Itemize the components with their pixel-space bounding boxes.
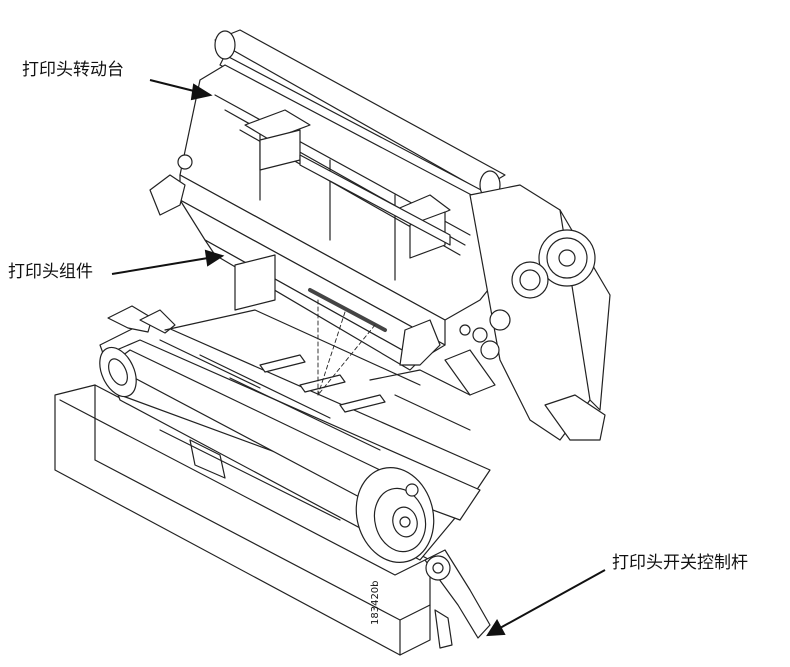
arrow-printhead-assembly (111, 257, 209, 275)
arrow-rotation-stage (149, 79, 199, 93)
printhead-carriage (149, 29, 611, 441)
print-line (308, 288, 387, 332)
callout-printhead-switch-lever: 打印头开关控制杆 (612, 553, 748, 573)
platen-assembly (99, 305, 491, 649)
callout-arrows (111, 79, 606, 637)
base-frame (54, 384, 431, 656)
callout-printhead-assembly: 打印头组件 (8, 262, 93, 282)
alignment-guides (317, 299, 376, 396)
rear-guide (164, 309, 471, 431)
arrow-switch-lever (499, 569, 606, 629)
callout-printhead-rotation-stage: 打印头转动台 (22, 60, 124, 80)
figure-id-label: 183420b (370, 580, 381, 625)
